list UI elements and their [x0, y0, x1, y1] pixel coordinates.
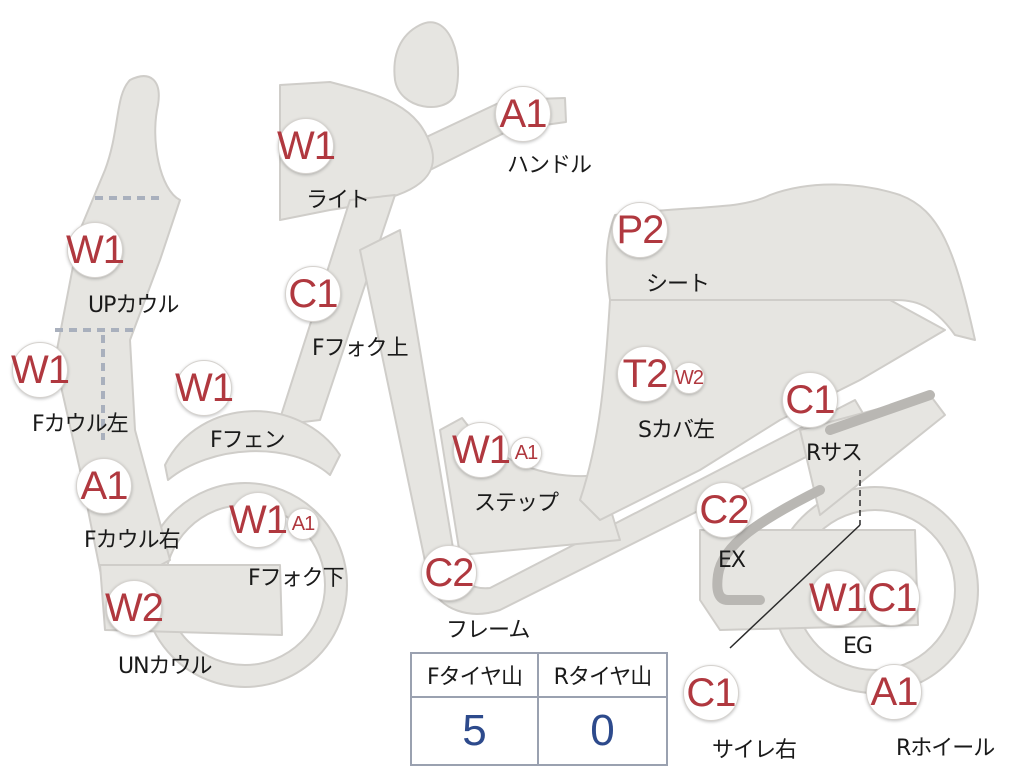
part-code-handle[interactable]: A1 [495, 86, 551, 142]
part-label-engine: EG [843, 634, 873, 659]
part-code-frame[interactable]: C2 [421, 545, 477, 601]
seat-shape [605, 183, 976, 341]
part-code-f-cowl-left[interactable]: W1 [11, 342, 70, 398]
part-code-f-fork-lower-2[interactable]: A1 [287, 508, 319, 540]
part-code-f-cowl-right[interactable]: A1 [76, 458, 132, 514]
part-label-seat: シート [646, 272, 710, 297]
side-cover-shape [579, 299, 946, 521]
part-code-f-fender[interactable]: W1 [175, 360, 234, 416]
part-label-silencer-right: サイレ右 [712, 738, 797, 763]
part-code-r-wheel[interactable]: A1 [866, 664, 922, 720]
part-code-f-fork-lower[interactable]: W1 [229, 492, 288, 548]
part-code-exhaust[interactable]: C2 [696, 482, 752, 538]
part-label-light: ライト [306, 188, 370, 213]
part-label-step: ステップ [474, 491, 559, 516]
part-label-exhaust: EX [718, 548, 746, 573]
tire-tread-table: Fタイヤ山 Rタイヤ山 5 0 [410, 652, 668, 766]
part-code-silencer-right[interactable]: C1 [683, 665, 739, 721]
part-label-un-cowl: UNカウル [118, 654, 213, 679]
rear-tire-value[interactable]: 0 [590, 706, 615, 755]
mirror-shape [393, 21, 459, 108]
part-label-r-suspension: Rサス [806, 441, 863, 466]
front-fender-shape [164, 410, 341, 481]
part-label-r-wheel: Rホイール [896, 736, 995, 761]
part-label-frame: フレーム [446, 618, 530, 643]
part-code-s-cover-left[interactable]: T2 [617, 346, 673, 402]
part-code-light[interactable]: W1 [277, 118, 336, 174]
front-tire-header: Fタイヤ山 [412, 654, 539, 698]
part-code-seat[interactable]: P2 [612, 202, 668, 258]
part-code-engine-2[interactable]: C1 [864, 570, 920, 626]
part-code-step-2[interactable]: A1 [510, 437, 542, 469]
part-label-up-cowl: UPカウル [88, 293, 179, 318]
rear-tire-header: Rタイヤ山 [539, 654, 666, 698]
part-label-f-cowl-left: Fカウル左 [32, 412, 129, 437]
part-label-f-fender: Fフェン [210, 428, 286, 453]
exhaust-pipe-shape [712, 485, 825, 605]
up-cowl-shape [54, 75, 181, 596]
part-label-f-fork-lower: Fフォク下 [248, 566, 345, 591]
part-code-r-suspension[interactable]: C1 [782, 372, 838, 428]
front-tire-value[interactable]: 5 [412, 698, 539, 764]
part-code-un-cowl[interactable]: W2 [105, 580, 164, 636]
part-label-s-cover-left: Sカバ左 [638, 418, 715, 443]
part-code-step[interactable]: W1 [452, 422, 511, 478]
part-code-engine[interactable]: W1 [809, 570, 868, 626]
part-label-f-fork-upper: Fフォク上 [312, 336, 409, 361]
part-code-f-fork-upper[interactable]: C1 [285, 266, 341, 322]
part-label-f-cowl-right: Fカウル右 [84, 528, 181, 553]
part-code-up-cowl[interactable]: W1 [66, 222, 125, 278]
part-label-handle: ハンドル [507, 153, 592, 178]
part-code-s-cover-left-2[interactable]: W2 [673, 362, 705, 394]
